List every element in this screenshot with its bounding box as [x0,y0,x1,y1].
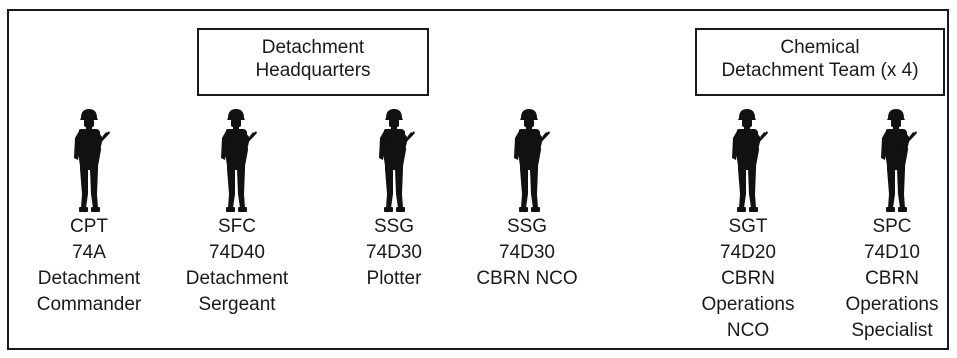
rank: SGT [728,216,768,237]
personnel-label: CPT 74A Detachment Commander [14,214,164,318]
soldier-silhouette-icon [510,108,550,213]
role-line: Commander [36,294,142,315]
personnel-label: SSG 74D30 Plotter [319,214,469,292]
role-line: NCO [726,320,770,341]
rank: SPC [872,216,912,237]
role-line: Detachment [185,268,289,289]
soldier-silhouette-icon [877,108,917,213]
rank: SSG [506,216,548,237]
header-line: Detachment Team (x 4) [721,60,919,81]
role-line: Specialist [851,320,933,341]
role-line: CBRN [865,268,919,289]
chemical-detachment-team-box: Chemical Detachment Team (x 4) [695,28,945,96]
soldier-silhouette-icon [217,108,257,213]
role-line: Detachment [37,268,141,289]
soldier-silhouette-icon [728,108,768,213]
role-line: CBRN NCO [476,268,578,289]
soldier-silhouette-icon [375,108,415,213]
mos: 74D10 [864,242,920,263]
mos: 74D40 [209,242,265,263]
personnel-label: SSG 74D30 CBRN NCO [452,214,602,292]
personnel-label: SFC 74D40 Detachment Sergeant [162,214,312,318]
role-line: Operations [701,294,795,315]
header-line: Detachment [261,37,365,58]
header-line: Chemical [780,37,860,58]
mos: 74D20 [720,242,776,263]
personnel-label: SGT 74D20 CBRN Operations NCO [673,214,823,344]
header-line: Headquarters [255,60,371,81]
rank: SSG [373,216,415,237]
soldier-silhouette-icon [70,108,110,213]
rank: CPT [70,216,108,237]
personnel-label: SPC 74D10 CBRN Operations Specialist [817,214,957,344]
mos: 74D30 [366,242,422,263]
role-line: Sergeant [198,294,276,315]
role-line: Operations [845,294,939,315]
role-line: CBRN [721,268,775,289]
role-line: Plotter [366,268,422,289]
mos: 74A [72,242,106,263]
mos: 74D30 [499,242,555,263]
rank: SFC [218,216,256,237]
detachment-headquarters-box: Detachment Headquarters [197,28,429,96]
